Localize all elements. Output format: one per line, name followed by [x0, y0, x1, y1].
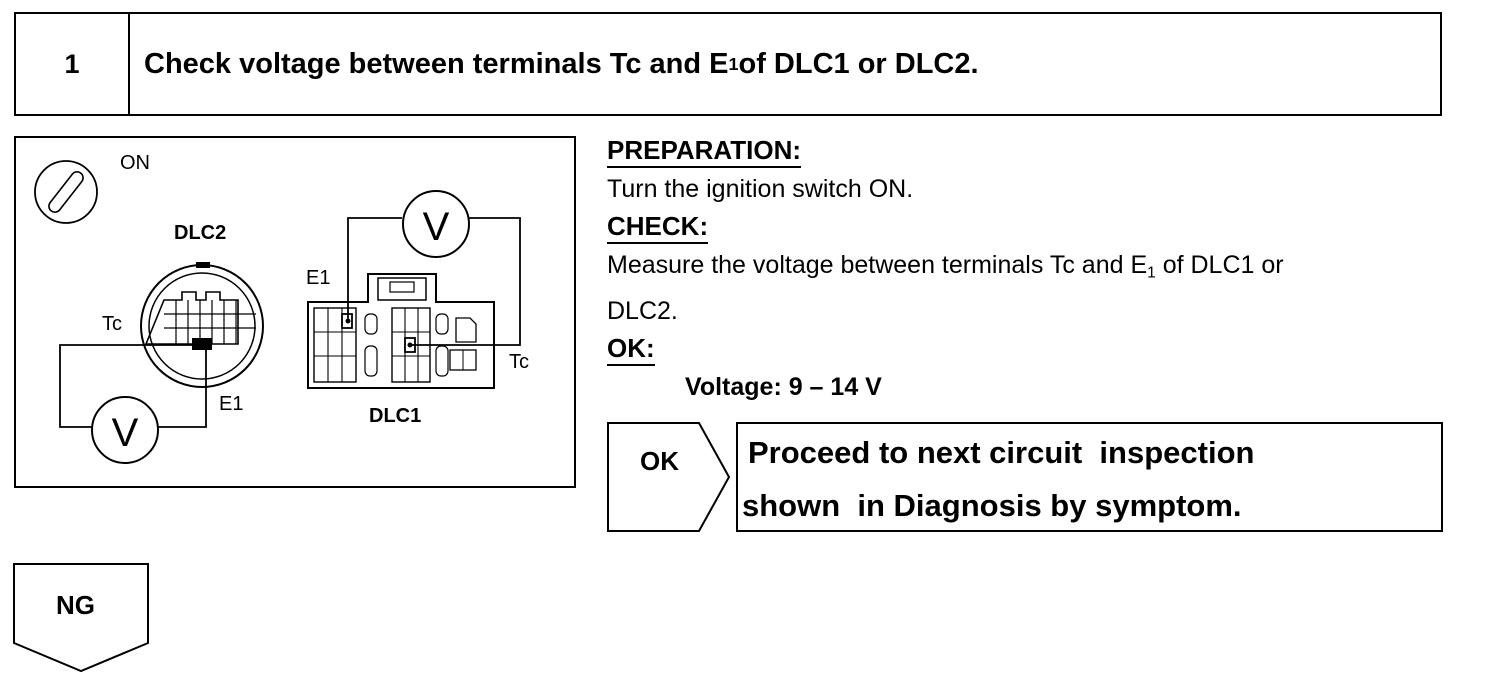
check-text-pre: Measure the voltage between terminals Tc…	[607, 251, 1148, 279]
dlc1-wire-e1	[347, 217, 402, 321]
dlc2-tc-label: Tc	[102, 313, 122, 335]
preparation-heading: PREPARATION:	[607, 134, 802, 168]
step-title-suffix: of DLC1 or DLC2.	[738, 47, 979, 80]
dlc1-label: DLC1	[369, 405, 421, 427]
check-text-post: of DLC1 or	[1155, 251, 1284, 279]
ok-arrow-tab	[607, 422, 731, 532]
dlc2-wire-e1	[158, 345, 207, 428]
step-title: Check voltage between terminals Tc and E…	[144, 14, 979, 114]
step-title-text: Check voltage between terminals Tc and E	[144, 47, 729, 80]
voltmeter-symbol-dlc1: V	[423, 205, 450, 249]
switch-on-label: ON	[120, 152, 150, 174]
dlc1-wire-tc	[410, 217, 521, 346]
ok-result-box: Proceed to next circuit inspection shown…	[736, 422, 1443, 532]
ng-arrow-tab	[13, 563, 149, 673]
dlc1-e1-label: E1	[306, 267, 330, 289]
voltmeter-icon-dlc2: V	[91, 396, 159, 464]
step-number: 1	[16, 14, 130, 114]
preparation-text: Turn the ignition switch ON.	[607, 175, 914, 203]
instructions: PREPARATION: Turn the ignition switch ON…	[607, 132, 1467, 406]
ok-result-text: Proceed to next circuit inspection shown…	[742, 426, 1255, 532]
dlc2-wire-tc	[59, 344, 194, 428]
step-header: 1 Check voltage between terminals Tc and…	[14, 12, 1442, 116]
voltmeter-symbol-dlc2: V	[112, 411, 139, 455]
diagram-illustration: ON DLC2 Tc E1 V DLC1 E1 T	[34, 152, 529, 464]
dlc1-tc-label: Tc	[509, 351, 529, 373]
check-text-line1: Measure the voltage between terminals Tc…	[607, 246, 1467, 292]
step-title-subscript: 1	[728, 53, 739, 74]
dlc2-connector-icon	[140, 262, 264, 388]
connector-diagram: ON DLC2 Tc E1 V DLC1 E1 T	[14, 136, 576, 488]
check-text-line2: DLC2.	[607, 297, 678, 326]
voltmeter-icon-dlc1: V	[402, 190, 470, 258]
ok-tab-label: OK	[640, 446, 679, 476]
check-text-subscript: 1	[1147, 264, 1156, 282]
dlc1-connector-icon	[307, 273, 495, 389]
ok-result-line2: shown in Diagnosis by symptom.	[742, 488, 1242, 523]
ok-result-line1: Proceed to next circuit inspection	[748, 435, 1255, 470]
ok-spec: Voltage: 9 – 14 V	[685, 373, 882, 402]
ng-tab-label: NG	[56, 590, 95, 620]
dlc2-e1-label: E1	[219, 393, 243, 415]
ok-heading: OK:	[607, 332, 655, 367]
dlc2-label: DLC2	[174, 222, 226, 244]
ignition-switch-icon	[34, 160, 98, 224]
check-heading: CHECK:	[607, 210, 709, 244]
